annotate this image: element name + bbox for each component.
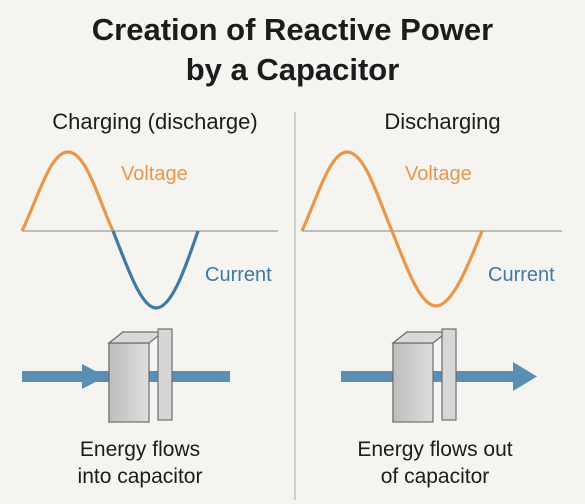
capacitor-plate-top (107, 331, 165, 344)
current-curve (111, 230, 200, 310)
energy-arrow-head-icon (82, 364, 106, 389)
capacitor-plate-left (108, 342, 150, 423)
caption-line-2: of capacitor (380, 465, 490, 488)
capacitor-plate-right (441, 328, 457, 421)
caption-line-2: into capacitor (77, 465, 203, 488)
panel-discharging: Voltage Current (300, 150, 562, 423)
capacitor-plate-left (392, 342, 434, 423)
capacitor-plate-top (391, 331, 449, 344)
energy-arrow-head-icon (513, 362, 537, 391)
current-label: Current (205, 264, 272, 286)
voltage-label: Voltage (121, 163, 188, 185)
caption-line-1: Energy flows out (357, 438, 513, 461)
capacitor (107, 328, 173, 423)
voltage-curve (20, 150, 115, 232)
current-label: Current (488, 264, 555, 286)
title-line-1: Creation of Reactive Power (91, 12, 494, 47)
panel-charging: Voltage Current (20, 150, 278, 423)
capacitor (391, 328, 457, 423)
caption-discharging: Energy flows out of capacitor (325, 436, 545, 490)
panel-heading-discharging: Discharging (384, 109, 501, 134)
voltage-label: Voltage (405, 163, 472, 185)
capacitor-plate-right (157, 328, 173, 421)
voltage-curve (300, 150, 484, 308)
caption-line-1: Energy flows (79, 438, 201, 461)
diagram-title: Creation of Reactive Power by a Capacito… (0, 10, 585, 90)
caption-charging: Energy flows into capacitor (35, 436, 245, 490)
panel-heading-charging: Charging (discharge) (52, 109, 258, 134)
title-line-2: by a Capacitor (185, 52, 400, 87)
